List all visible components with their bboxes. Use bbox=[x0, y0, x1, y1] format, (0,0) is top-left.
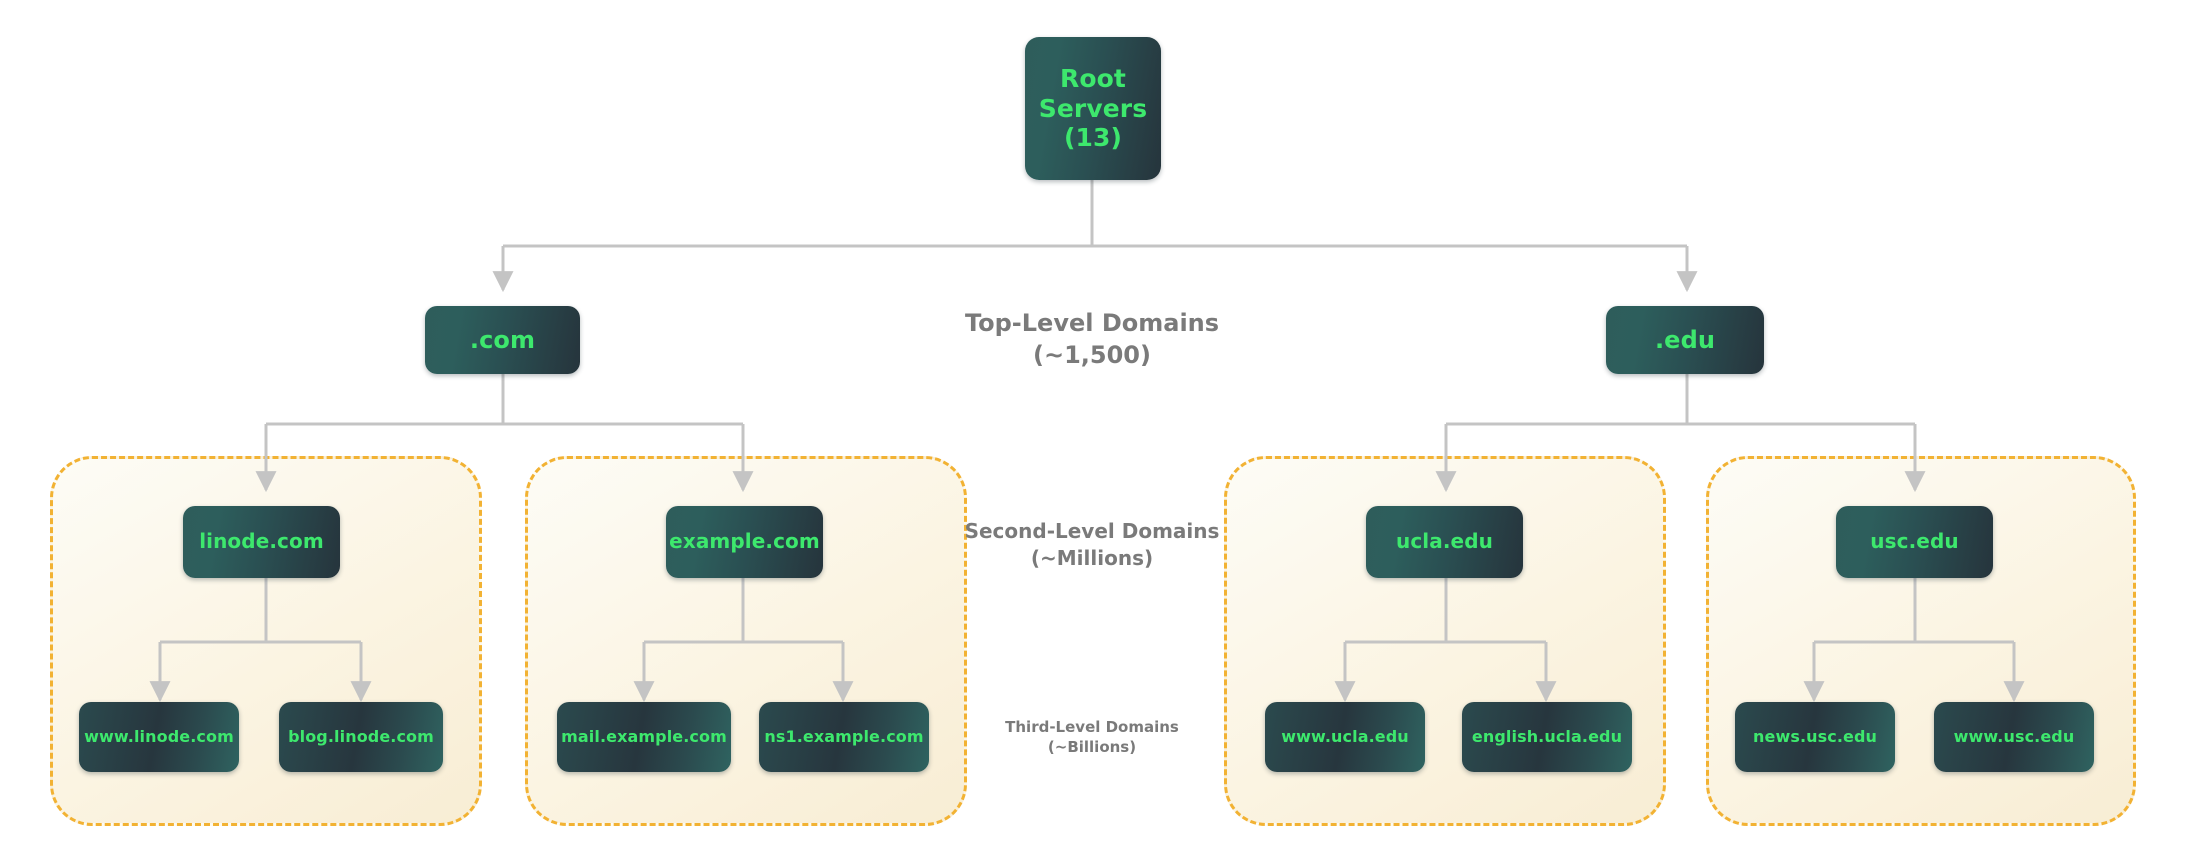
node-third-www-linode-com-label: www.linode.com bbox=[84, 726, 234, 746]
node-sld-example-com[interactable]: example.com bbox=[666, 506, 823, 578]
node-third-ns1-example-com-label: ns1.example.com bbox=[764, 726, 924, 746]
node-third-www-ucla-edu-label: www.ucla.edu bbox=[1281, 726, 1409, 746]
node-third-mail-example-com-label: mail.example.com bbox=[561, 726, 727, 746]
node-tld-edu[interactable]: .edu bbox=[1606, 306, 1764, 374]
node-sld-linode-com-label: linode.com bbox=[199, 529, 324, 554]
caption-second-level-domains: Second-Level Domains (~Millions) bbox=[964, 519, 1220, 570]
caption-top-level-domains: Top-Level Domains (~1,500) bbox=[964, 309, 1220, 369]
node-third-news-usc-edu[interactable]: news.usc.edu bbox=[1735, 702, 1895, 772]
node-sld-usc-edu-label: usc.edu bbox=[1870, 529, 1959, 554]
node-sld-ucla-edu-label: ucla.edu bbox=[1396, 529, 1493, 554]
node-sld-usc-edu[interactable]: usc.edu bbox=[1836, 506, 1993, 578]
node-sld-ucla-edu[interactable]: ucla.edu bbox=[1366, 506, 1523, 578]
node-third-www-linode-com[interactable]: www.linode.com bbox=[79, 702, 239, 772]
node-root-servers[interactable]: Root Servers (13) bbox=[1025, 37, 1161, 180]
node-sld-linode-com[interactable]: linode.com bbox=[183, 506, 340, 578]
node-tld-com-label: .com bbox=[469, 325, 536, 354]
node-tld-edu-label: .edu bbox=[1654, 325, 1716, 354]
node-third-news-usc-edu-label: news.usc.edu bbox=[1753, 726, 1877, 746]
node-third-www-ucla-edu[interactable]: www.ucla.edu bbox=[1265, 702, 1425, 772]
node-third-english-ucla-edu[interactable]: english.ucla.edu bbox=[1462, 702, 1632, 772]
node-third-blog-linode-com[interactable]: blog.linode.com bbox=[279, 702, 443, 772]
node-third-ns1-example-com[interactable]: ns1.example.com bbox=[759, 702, 929, 772]
node-sld-example-com-label: example.com bbox=[669, 529, 820, 554]
node-third-www-usc-edu-label: www.usc.edu bbox=[1953, 726, 2075, 746]
node-third-english-ucla-edu-label: english.ucla.edu bbox=[1471, 726, 1623, 746]
caption-third-level-domains: Third-Level Domains (~Billions) bbox=[1005, 718, 1179, 756]
node-root-servers-label: Root Servers (13) bbox=[1038, 64, 1148, 153]
node-third-blog-linode-com-label: blog.linode.com bbox=[288, 726, 434, 746]
node-tld-com[interactable]: .com bbox=[425, 306, 580, 374]
node-third-mail-example-com[interactable]: mail.example.com bbox=[557, 702, 731, 772]
node-third-www-usc-edu[interactable]: www.usc.edu bbox=[1934, 702, 2094, 772]
